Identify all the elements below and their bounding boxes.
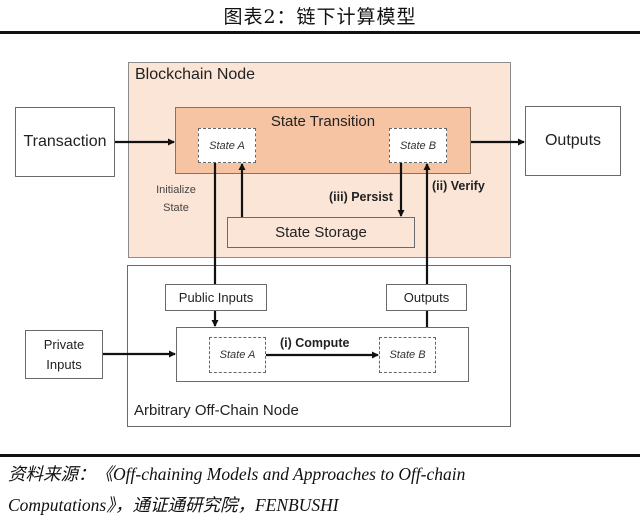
public-inputs-label: Public Inputs — [178, 290, 254, 305]
source-line-2: Computations》，通证通研究院，FENBUSHI — [8, 495, 339, 515]
offchain-state-b: State B — [379, 337, 436, 373]
private-inputs-line1: Private — [43, 336, 85, 352]
offchain-state-a: State A — [209, 337, 266, 373]
initialize-state-line1: Initialize — [156, 184, 196, 196]
offchain-outputs-label: Outputs — [403, 290, 450, 305]
bottom-rule — [0, 454, 640, 457]
figure-title: 图表2：链下计算模型 — [223, 6, 417, 28]
compute-label: (i) Compute — [280, 336, 350, 350]
onchain-state-a: State A — [198, 128, 256, 163]
private-inputs-box: Private Inputs — [25, 330, 103, 379]
verify-label: (ii) Verify — [432, 179, 485, 193]
onchain-state-a-label: State A — [209, 139, 245, 152]
transaction-box: Transaction — [15, 107, 115, 177]
initialize-state-label: Initialize State — [145, 181, 207, 217]
state-transition-label: State Transition — [270, 113, 376, 130]
onchain-state-b: State B — [389, 128, 447, 163]
offchain-state-a-label: State A — [219, 349, 256, 361]
external-outputs-box: Outputs — [525, 106, 621, 176]
state-storage-box: State Storage — [227, 217, 415, 248]
state-storage-label: State Storage — [275, 224, 367, 241]
initialize-state-line2: State — [163, 202, 189, 214]
external-outputs-label: Outputs — [544, 132, 602, 149]
source-line-1: 资料来源：《Off-chaining Models and Approaches… — [8, 464, 466, 484]
onchain-state-b-label: State B — [399, 139, 437, 152]
transaction-label: Transaction — [23, 133, 107, 150]
blockchain-node-label: Blockchain Node — [135, 66, 256, 83]
offchain-node-label: Arbitrary Off-Chain Node — [134, 402, 299, 419]
offchain-outputs-box: Outputs — [386, 284, 467, 311]
persist-label: (iii) Persist — [329, 190, 393, 204]
top-rule — [0, 31, 640, 34]
private-inputs-line2: Inputs — [46, 356, 82, 372]
offchain-state-b-label: State B — [389, 349, 426, 361]
public-inputs-box: Public Inputs — [165, 284, 267, 311]
